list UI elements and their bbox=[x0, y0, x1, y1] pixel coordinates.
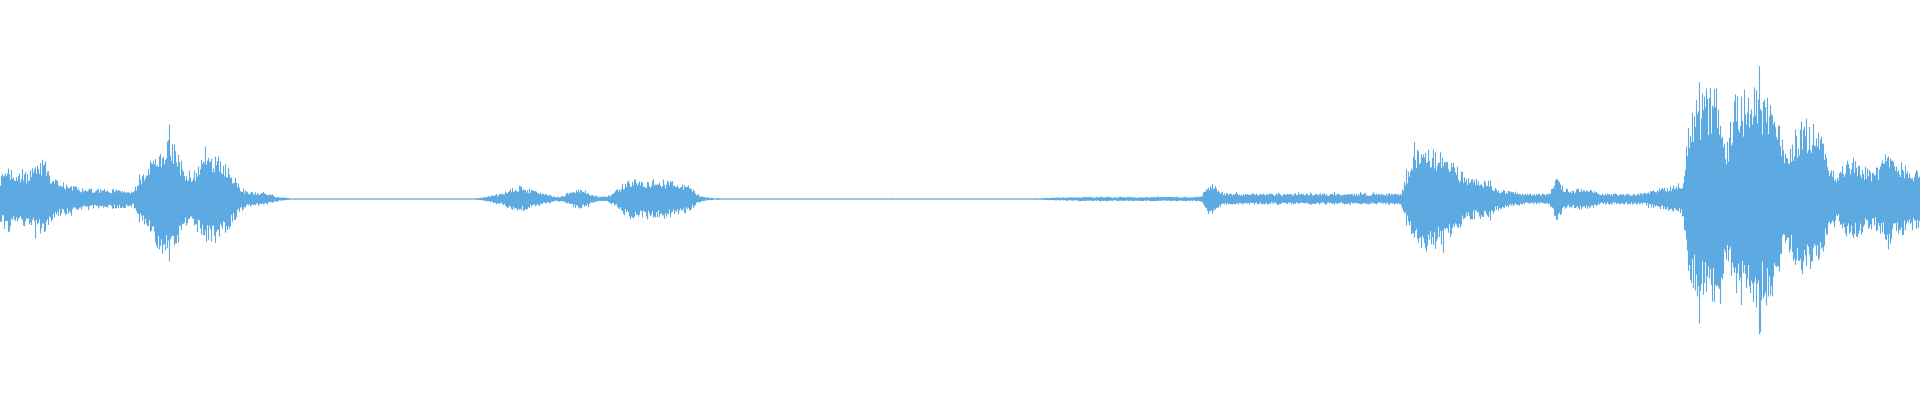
waveform-samples bbox=[0, 66, 1920, 335]
waveform-sample-bars bbox=[0, 66, 1920, 335]
